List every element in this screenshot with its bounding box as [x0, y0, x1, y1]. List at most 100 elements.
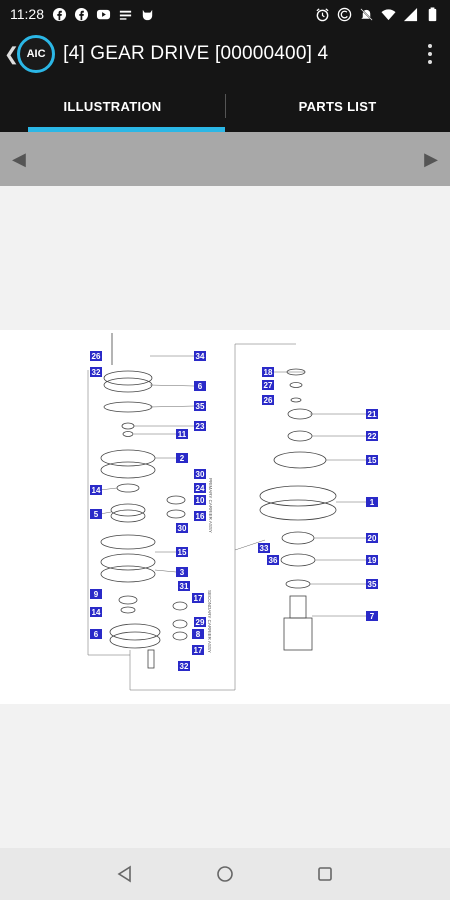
part-label-left-18[interactable]: 31	[178, 581, 190, 591]
status-bar: 11:28	[0, 0, 450, 28]
square-recents-icon	[318, 867, 332, 881]
svg-text:3: 3	[180, 568, 185, 577]
part-label-left-4[interactable]: 35	[194, 401, 206, 411]
app-bar: ❮ AIC [4] GEAR DRIVE [00000400] 4	[0, 28, 450, 80]
svg-text:18: 18	[264, 368, 273, 377]
gear-drive-exploded-view: PRIMARY CARRIER ASSY SECONDARY CARRIER A…	[87, 333, 378, 691]
svg-text:9: 9	[94, 590, 99, 599]
logo-text: AIC	[26, 48, 46, 60]
svg-text:33: 33	[260, 544, 269, 553]
back-button[interactable]: ❮ AIC	[0, 28, 56, 80]
part-label-left-17[interactable]: 9	[90, 589, 102, 599]
svg-text:1: 1	[370, 498, 375, 507]
battery-icon	[428, 6, 437, 21]
cat-icon	[142, 9, 153, 20]
aic-logo: AIC	[17, 35, 56, 73]
part-label-left-6[interactable]: 11	[176, 429, 188, 439]
part-label-right-3[interactable]: 21	[366, 409, 378, 419]
svg-text:2: 2	[180, 454, 185, 463]
part-label-left-7[interactable]: 2	[176, 453, 188, 463]
nav-home-button[interactable]	[210, 859, 240, 889]
part-label-left-15[interactable]: 15	[176, 547, 188, 557]
svg-text:23: 23	[196, 422, 205, 431]
exploded-parts-diagram[interactable]: PRIMARY CARRIER ASSY SECONDARY CARRIER A…	[0, 330, 450, 704]
part-label-left-25[interactable]: 32	[178, 661, 190, 671]
svg-text:29: 29	[196, 618, 205, 627]
tab-illustration[interactable]: ILLUSTRATION	[0, 80, 225, 132]
part-label-right-6[interactable]: 1	[366, 497, 378, 507]
svg-text:35: 35	[196, 402, 205, 411]
svg-text:11: 11	[178, 430, 187, 439]
svg-text:36: 36	[269, 556, 278, 565]
part-label-right-12[interactable]: 7	[366, 611, 378, 621]
part-label-right-5[interactable]: 15	[366, 455, 378, 465]
svg-text:32: 32	[180, 662, 189, 671]
part-label-left-10[interactable]: 14	[90, 485, 102, 495]
part-label-left-9[interactable]: 24	[194, 483, 206, 493]
part-label-left-22[interactable]: 6	[90, 629, 102, 639]
alarm-icon	[316, 7, 329, 21]
part-label-left-23[interactable]: 8	[192, 629, 204, 639]
caption-secondary-carrier: SECONDARY CARRIER ASSY	[207, 590, 212, 653]
part-label-right-9[interactable]: 36	[267, 555, 279, 565]
caption-primary-carrier: PRIMARY CARRIER ASSY	[208, 478, 213, 533]
part-label-right-7[interactable]: 33	[258, 543, 270, 553]
part-label-left-20[interactable]: 14	[90, 607, 102, 617]
part-label-left-0[interactable]: 26	[90, 351, 102, 361]
part-label-left-21[interactable]: 29	[194, 617, 206, 627]
part-label-left-14[interactable]: 30	[176, 523, 188, 533]
part-label-left-11[interactable]: 10	[194, 495, 206, 505]
part-label-left-3[interactable]: 6	[194, 381, 206, 391]
sync-icon	[337, 7, 352, 21]
part-label-left-1[interactable]: 32	[90, 367, 102, 377]
part-label-left-13[interactable]: 16	[194, 511, 206, 521]
facebook-icon	[52, 7, 67, 21]
status-time: 11:28	[10, 6, 44, 22]
svg-text:24: 24	[196, 484, 205, 493]
part-label-left-8[interactable]: 30	[194, 469, 206, 479]
svg-text:10: 10	[196, 496, 205, 505]
part-label-right-1[interactable]: 27	[262, 380, 274, 390]
wifi-icon	[381, 8, 396, 20]
part-label-right-8[interactable]: 20	[366, 533, 378, 543]
part-label-left-19[interactable]: 17	[192, 593, 204, 603]
svg-text:17: 17	[194, 646, 203, 655]
nav-back-button[interactable]	[110, 859, 140, 889]
svg-text:5: 5	[94, 510, 99, 519]
prev-page-button[interactable]: ◀	[12, 148, 26, 169]
svg-text:20: 20	[368, 534, 377, 543]
illustration-pager: ◀ ▶	[0, 132, 450, 186]
part-label-left-12[interactable]: 5	[90, 509, 102, 519]
part-label-right-11[interactable]: 35	[366, 579, 378, 589]
tab-bar: ILLUSTRATION PARTS LIST	[0, 80, 450, 132]
svg-text:14: 14	[92, 608, 101, 617]
next-page-button[interactable]: ▶	[424, 148, 438, 169]
svg-text:15: 15	[368, 456, 377, 465]
part-label-right-0[interactable]: 18	[262, 367, 274, 377]
part-label-left-2[interactable]: 34	[194, 351, 206, 361]
more-vert-icon	[428, 44, 432, 64]
part-label-right-4[interactable]: 22	[366, 431, 378, 441]
part-label-left-5[interactable]: 23	[194, 421, 206, 431]
chevron-left-icon: ❮	[4, 43, 20, 64]
svg-text:34: 34	[196, 352, 205, 361]
svg-text:21: 21	[368, 410, 377, 419]
part-label-right-10[interactable]: 19	[366, 555, 378, 565]
tab-divider	[225, 94, 226, 118]
circle-home-icon	[217, 866, 233, 882]
system-icons	[315, 6, 440, 22]
part-label-left-24[interactable]: 17	[192, 645, 204, 655]
part-label-right-2[interactable]: 26	[262, 395, 274, 405]
svg-text:14: 14	[92, 486, 101, 495]
notification-icons	[52, 7, 155, 22]
nav-recents-button[interactable]	[310, 859, 340, 889]
tab-parts-list[interactable]: PARTS LIST	[298, 98, 377, 114]
bell-off-icon	[360, 7, 373, 21]
overflow-menu-button[interactable]	[410, 28, 450, 80]
svg-text:30: 30	[178, 524, 187, 533]
triangle-back-icon	[117, 865, 131, 883]
svg-text:26: 26	[92, 352, 101, 361]
system-nav-bar	[0, 848, 450, 900]
part-label-left-16[interactable]: 3	[176, 567, 188, 577]
